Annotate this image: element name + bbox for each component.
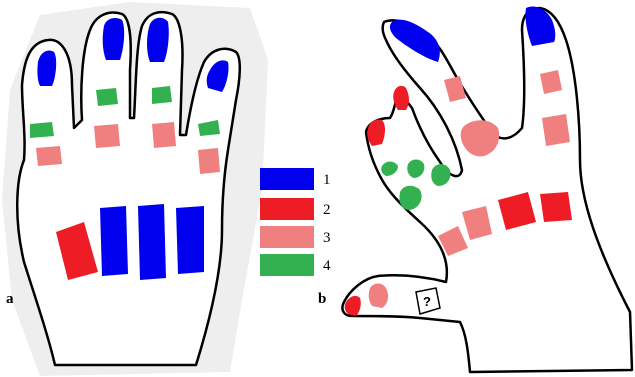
fingertip-a-ring-blue xyxy=(103,18,124,60)
panel-label-b: b xyxy=(318,291,326,307)
segment-b-long-pink-2 xyxy=(542,114,570,146)
panel-b: ? b xyxy=(318,7,632,373)
metacarpal-a-index-blue xyxy=(176,206,204,274)
panel-label-a: a xyxy=(6,291,14,307)
legend: 1 2 3 4 xyxy=(260,168,331,276)
legend-swatch-4 xyxy=(260,254,314,276)
joint-a-ring-pink xyxy=(94,124,120,148)
legend-label-3: 3 xyxy=(323,230,331,246)
legend-swatch-1 xyxy=(260,168,314,190)
legend-label-1: 1 xyxy=(323,172,331,188)
joint-a-ring-green xyxy=(96,88,118,106)
metacarpal-a-middle-blue xyxy=(138,204,166,280)
metacarpal-b-red-2 xyxy=(540,192,572,222)
panel-a: a xyxy=(2,2,268,376)
joint-a-middle-green xyxy=(152,86,172,104)
joint-a-little-pink xyxy=(36,146,62,166)
legend-label-4: 4 xyxy=(323,258,331,274)
legend-swatch-2 xyxy=(260,198,314,220)
unknown-bone-question-mark: ? xyxy=(423,294,431,309)
joint-a-little-green xyxy=(30,122,54,138)
segment-b-long-pink-1 xyxy=(540,70,562,94)
fingertip-a-middle-blue xyxy=(147,18,169,62)
segment-b-thumb-pink xyxy=(369,284,388,309)
hand-b-outline xyxy=(342,8,632,372)
joint-a-index-pink xyxy=(198,148,220,174)
legend-swatch-3 xyxy=(260,226,314,248)
metacarpal-a-ring-blue xyxy=(100,206,128,276)
joint-a-middle-pink xyxy=(152,122,176,148)
legend-label-2: 2 xyxy=(323,202,331,218)
